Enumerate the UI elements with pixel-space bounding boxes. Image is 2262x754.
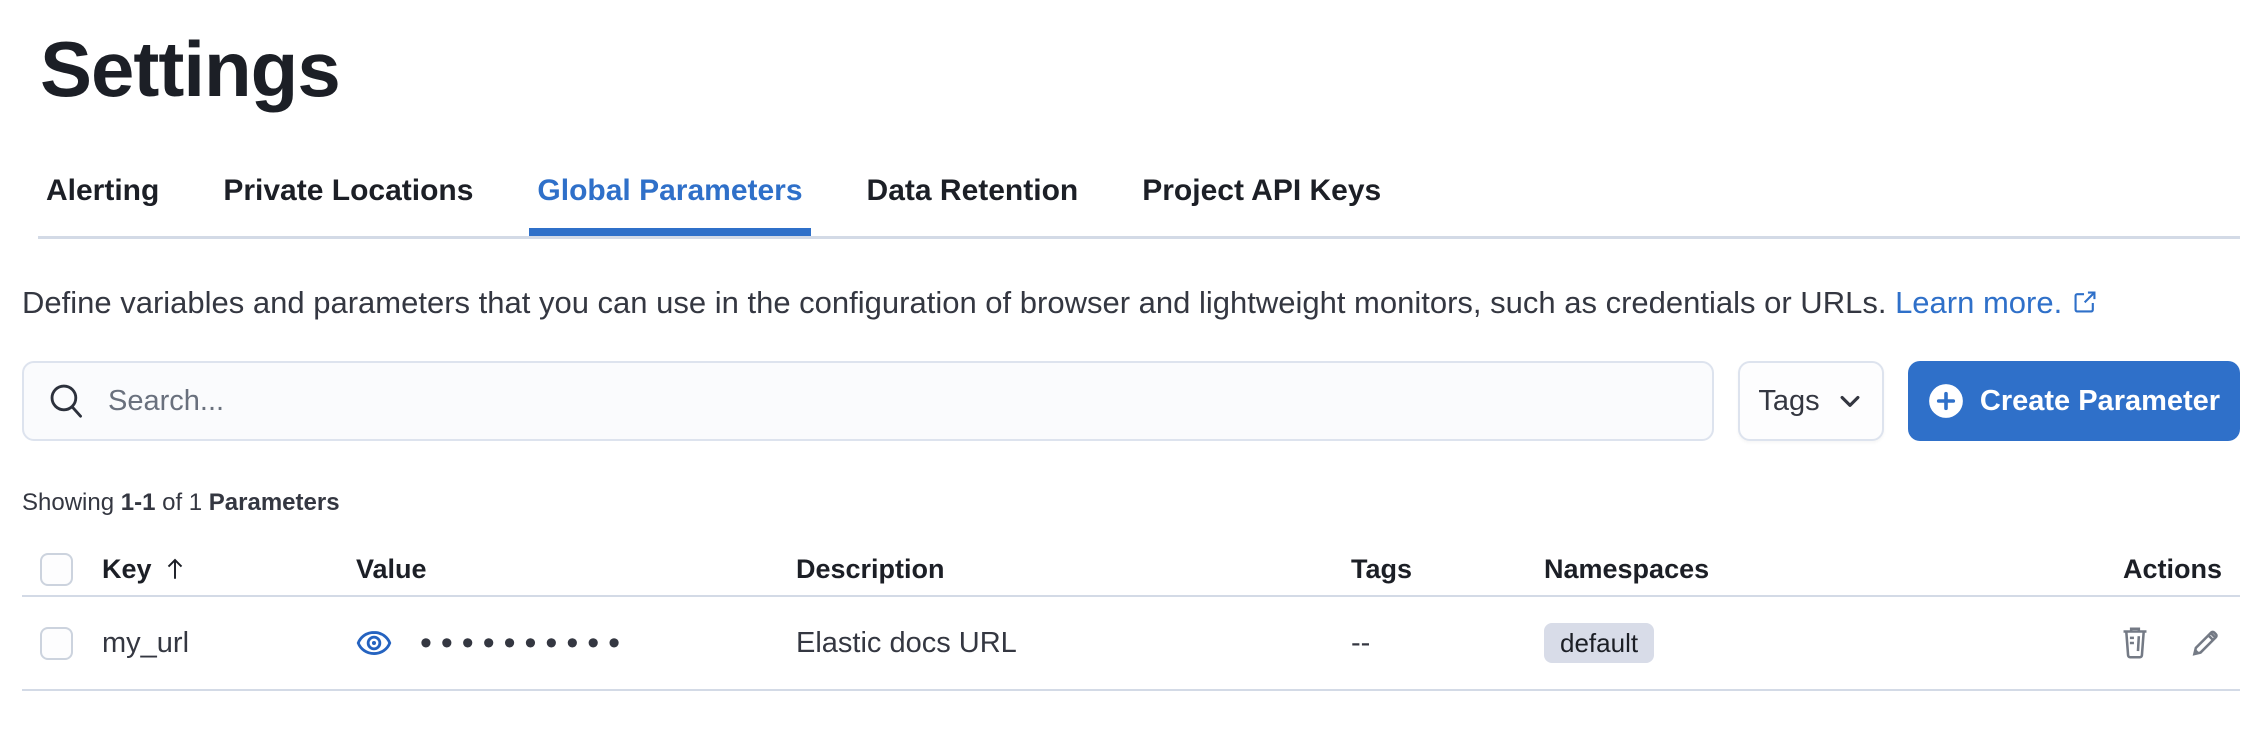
table-row: my_url •••••••••• Elastic docs URL -- de… xyxy=(22,597,2240,691)
search-input[interactable] xyxy=(108,384,1688,418)
column-header-description[interactable]: Description xyxy=(796,554,1351,585)
learn-more-link[interactable]: Learn more. xyxy=(1895,285,2098,320)
tags-button-label: Tags xyxy=(1758,384,1820,417)
namespace-badge: default xyxy=(1544,623,1655,663)
plus-in-circle-icon xyxy=(1929,384,1963,418)
summary-range: 1-1 xyxy=(120,489,156,516)
column-header-value[interactable]: Value xyxy=(356,554,796,585)
search-box[interactable] xyxy=(22,361,1714,441)
external-link-icon xyxy=(2072,281,2098,329)
tags-filter-button[interactable]: Tags xyxy=(1738,361,1884,441)
settings-tabs: Alerting Private Locations Global Parame… xyxy=(38,174,2240,239)
row-checkbox[interactable] xyxy=(40,626,73,660)
results-summary: Showing 1-1 of 1 Parameters xyxy=(22,489,2240,517)
masked-value: •••••••••• xyxy=(420,624,630,662)
settings-page: Settings Alerting Private Locations Glob… xyxy=(0,22,2262,691)
create-button-label: Create Parameter xyxy=(1979,384,2221,417)
page-title: Settings xyxy=(40,25,341,113)
column-header-namespaces[interactable]: Namespaces xyxy=(1544,554,2022,585)
tab-alerting[interactable]: Alerting xyxy=(46,174,160,207)
learn-more-label: Learn more. xyxy=(1895,285,2063,320)
column-header-actions: Actions xyxy=(2022,554,2240,585)
row-select-cell xyxy=(22,626,102,660)
page-description: Define variables and parameters that you… xyxy=(22,279,2240,329)
tab-data-retention[interactable]: Data Retention xyxy=(866,174,1079,207)
summary-middle: of 1 xyxy=(155,489,209,516)
column-value-label: Value xyxy=(356,553,427,584)
parameter-key-cell: my_url xyxy=(102,627,356,660)
table-header-row: Key Value Description Tags Namespaces Ac… xyxy=(22,543,2240,597)
select-all-cell xyxy=(22,552,102,586)
column-actions-label: Actions xyxy=(2122,553,2222,584)
parameters-table: Key Value Description Tags Namespaces Ac… xyxy=(22,543,2240,691)
eye-icon[interactable] xyxy=(356,625,392,661)
column-description-label: Description xyxy=(796,553,945,584)
parameter-value-cell: •••••••••• xyxy=(356,625,796,661)
tab-global-parameters[interactable]: Global Parameters xyxy=(529,174,810,236)
create-parameter-button[interactable]: Create Parameter xyxy=(1908,361,2240,441)
column-key-label: Key xyxy=(102,553,152,584)
description-text: Define variables and parameters that you… xyxy=(22,285,1887,320)
parameter-tags: -- xyxy=(1351,626,1371,659)
parameter-description-cell: Elastic docs URL xyxy=(796,627,1351,660)
column-header-tags[interactable]: Tags xyxy=(1351,554,1544,585)
summary-prefix: Showing xyxy=(22,489,121,516)
parameter-description: Elastic docs URL xyxy=(796,626,1017,659)
sort-ascending-icon xyxy=(162,556,188,582)
pencil-icon[interactable] xyxy=(2188,626,2222,660)
trash-icon[interactable] xyxy=(2118,626,2152,660)
parameter-tags-cell: -- xyxy=(1351,627,1544,660)
tab-private-locations[interactable]: Private Locations xyxy=(223,174,474,207)
summary-entity: Parameters xyxy=(208,489,340,516)
search-icon xyxy=(50,384,82,418)
column-namespaces-label: Namespaces xyxy=(1544,553,1710,584)
parameter-key: my_url xyxy=(102,626,190,659)
tab-project-api-keys[interactable]: Project API Keys xyxy=(1142,174,1382,207)
parameters-toolbar: Tags Create Parameter xyxy=(22,361,2240,441)
parameter-namespaces-cell: default xyxy=(1544,623,2022,663)
column-tags-label: Tags xyxy=(1351,553,1413,584)
select-all-checkbox[interactable] xyxy=(40,552,73,586)
column-header-key[interactable]: Key xyxy=(102,554,356,585)
parameter-actions-cell xyxy=(2022,626,2240,660)
chevron-down-icon xyxy=(1840,395,1860,407)
